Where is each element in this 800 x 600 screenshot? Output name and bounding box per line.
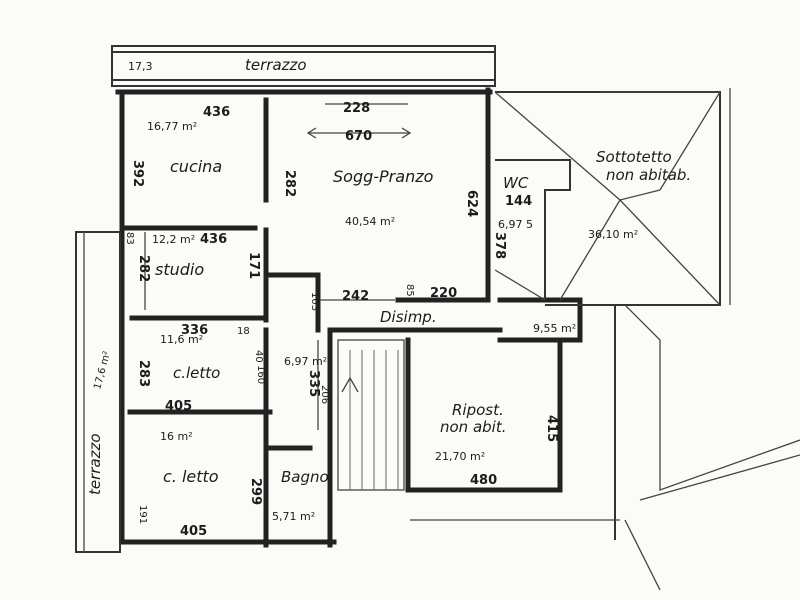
area-studio: 12,2 m²	[152, 233, 195, 246]
dim-415: 415	[544, 415, 559, 442]
dim-171: 171	[246, 252, 261, 279]
dimension-lines	[144, 103, 412, 430]
label-terrazzo-top: terrazzo	[245, 56, 307, 74]
dim-206: 206	[319, 385, 330, 404]
dim-336: 336	[181, 323, 208, 338]
main-walls	[115, 87, 583, 548]
label-sottotetto-1: Sottotetto	[596, 148, 672, 166]
dim-436-top: 436	[203, 105, 230, 120]
dim-405-bottom: 405	[180, 524, 207, 539]
label-bagno: Bagno	[281, 468, 329, 486]
dim-242: 242	[342, 289, 369, 304]
dim-480: 480	[470, 473, 497, 488]
dim-392: 392	[130, 160, 145, 187]
area-bagno: 5,71 m²	[272, 510, 315, 523]
area-sottotetto: 36,10 m²	[588, 228, 638, 241]
dim-436-studio: 436	[200, 232, 227, 247]
dim-335: 335	[306, 370, 321, 397]
label-terrazzo-side: terrazzo	[86, 433, 104, 495]
area-terrazzo-side: 17,6 m²	[92, 350, 113, 391]
label-sottotetto-2: non abitab.	[606, 166, 691, 184]
label-ripost-1: Ripost.	[452, 401, 504, 419]
dim-103: 103	[309, 292, 320, 311]
label-disimpegno: Disimp.	[380, 308, 437, 326]
label-wc: WC	[503, 174, 529, 192]
dim-624: 624	[464, 190, 479, 217]
dim-85: 85	[404, 284, 415, 297]
dim-228: 228	[343, 101, 370, 116]
label-soggiorno: Sogg-Pranzo	[333, 167, 434, 186]
dim-40: 40	[253, 350, 264, 363]
dim-405-top: 405	[165, 399, 192, 414]
lower-right-outline	[410, 304, 800, 591]
area-cucina: 16,77 m²	[147, 120, 197, 133]
area-c-letto-2: 16 m²	[160, 430, 193, 443]
dim-670: 670	[345, 129, 372, 144]
stairs	[337, 339, 405, 491]
label-c-letto-2: c. letto	[163, 467, 219, 486]
dim-220: 220	[430, 286, 457, 301]
dim-282: 282	[282, 170, 297, 197]
label-ripost-2: non abit.	[440, 418, 507, 436]
label-studio: studio	[155, 260, 204, 279]
dim-191: 191	[137, 505, 148, 524]
area-disimpegno-small: 6,97 m²	[284, 355, 327, 368]
area-ripost: 21,70 m²	[435, 450, 485, 463]
terrace-top	[111, 45, 496, 87]
dim-18: 18	[237, 326, 250, 337]
dim-299: 299	[248, 478, 263, 505]
dim-160: 160	[255, 365, 266, 384]
label-c-letto-1: c.letto	[173, 364, 220, 382]
dim-283: 283	[136, 360, 151, 387]
dim-282-studio: 282	[136, 255, 151, 282]
terrace-side	[75, 231, 121, 553]
area-soggiorno: 40,54 m²	[345, 215, 395, 228]
area-c-letto-1: 11,6 m²	[160, 333, 203, 346]
dim-83: 83	[124, 232, 135, 245]
area-wc: 6,97 5	[498, 218, 533, 231]
attic	[494, 88, 731, 306]
area-terrazzo-top: 17,3	[128, 60, 153, 73]
dim-144: 144	[505, 194, 532, 209]
label-cucina: cucina	[170, 157, 222, 176]
area-disimpegno-large: 9,55 m²	[533, 322, 576, 335]
dim-378: 378	[492, 232, 507, 259]
